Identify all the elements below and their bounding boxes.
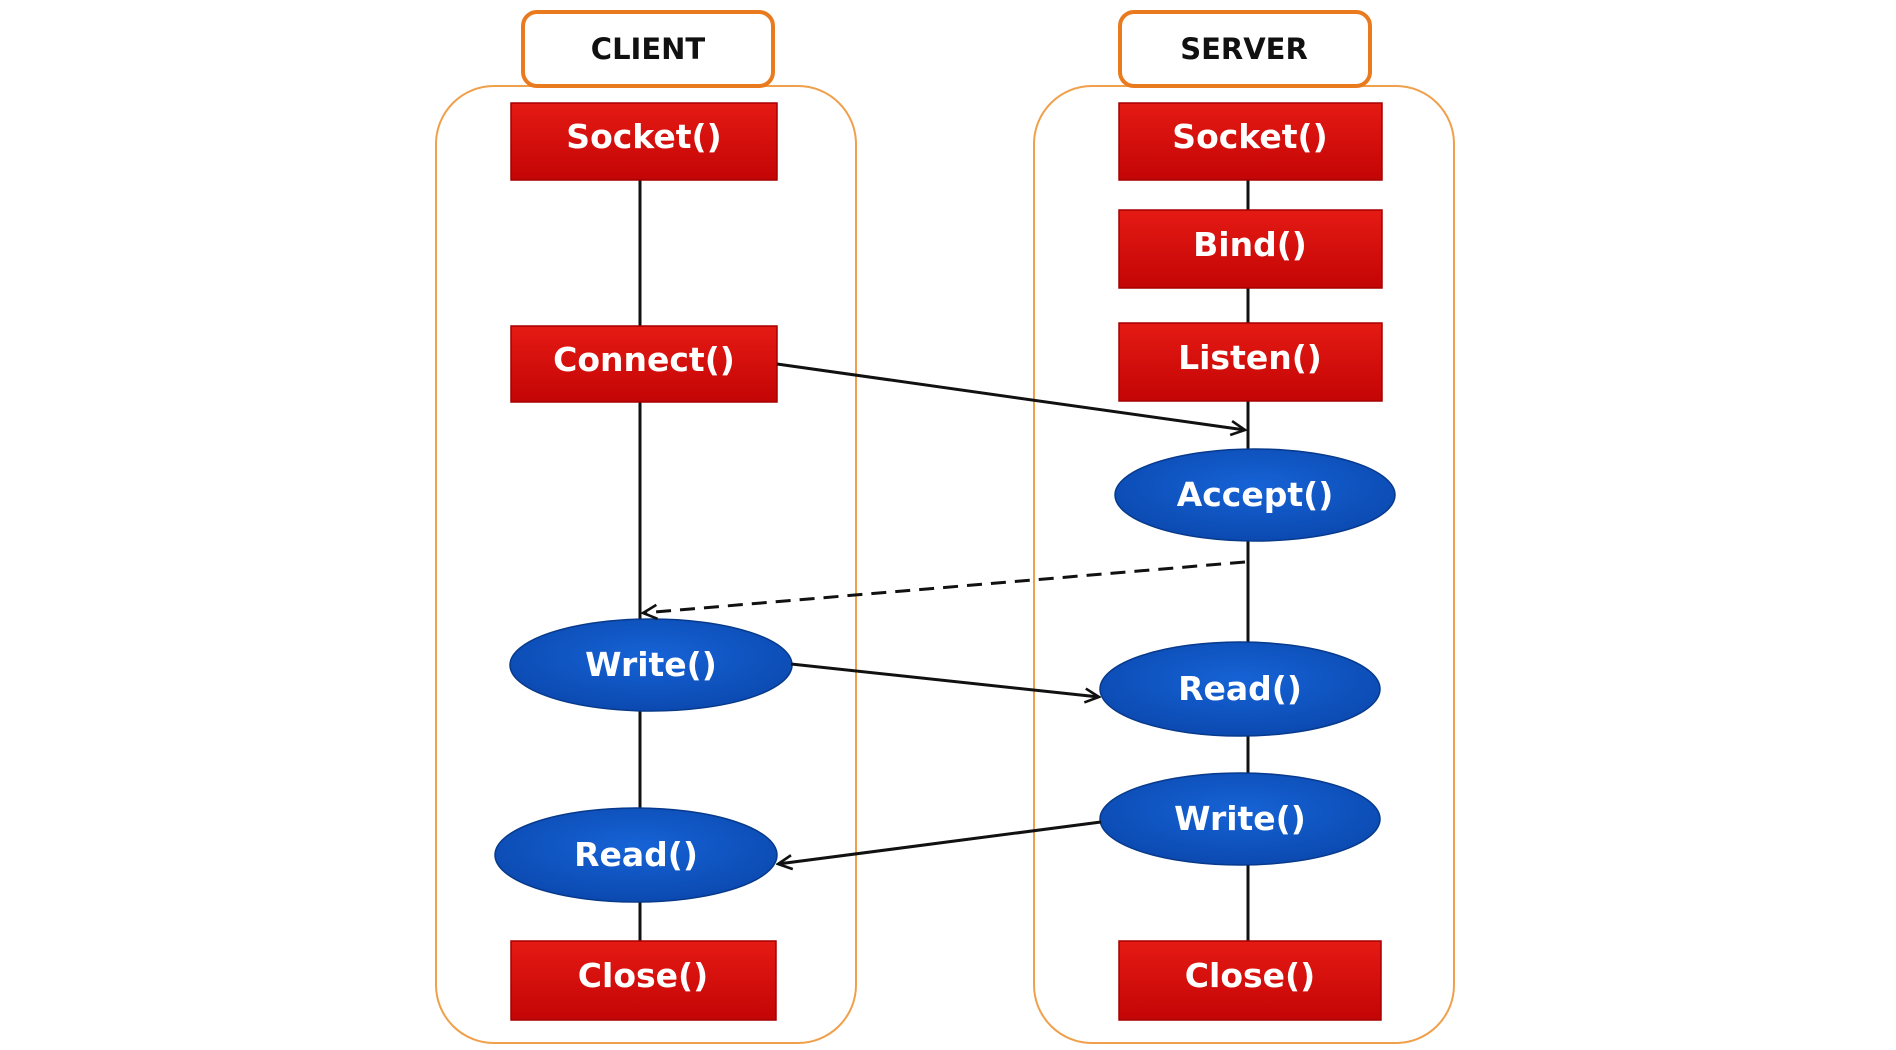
client-write-to-server-read-arrow xyxy=(790,662,1099,697)
server-write-node: Write() xyxy=(1099,772,1381,866)
client-close-node: Close() xyxy=(510,940,777,1021)
server-read-node: Read() xyxy=(1099,641,1381,737)
server-bind-node: Bind() xyxy=(1118,209,1383,289)
server-accept-label: Accept() xyxy=(1177,475,1334,514)
server-socket-label: Socket() xyxy=(1172,117,1327,156)
server-socket-node: Socket() xyxy=(1118,102,1383,181)
server-close-node: Close() xyxy=(1118,940,1382,1021)
client-connect-node: Connect() xyxy=(510,325,778,403)
client-read-label: Read() xyxy=(574,835,698,874)
server-close-label: Close() xyxy=(1185,956,1315,995)
message-arrows xyxy=(643,362,1246,864)
client-write-label: Write() xyxy=(585,645,717,684)
client-read-node: Read() xyxy=(494,807,778,903)
server-header: SERVER xyxy=(1118,10,1372,88)
client-header: CLIENT xyxy=(521,10,775,88)
server-listen-label: Listen() xyxy=(1178,338,1322,377)
connect-to-listen-arrow xyxy=(776,362,1245,430)
server-listen-node: Listen() xyxy=(1118,322,1383,402)
server-accept-node: Accept() xyxy=(1114,448,1396,542)
server-read-label: Read() xyxy=(1178,669,1302,708)
accept-to-client-dashed-arrow xyxy=(643,560,1246,613)
client-socket-node: Socket() xyxy=(510,102,778,181)
client-write-node: Write() xyxy=(509,618,793,712)
server-write-label: Write() xyxy=(1174,799,1306,838)
client-socket-label: Socket() xyxy=(566,117,721,156)
client-connect-label: Connect() xyxy=(553,340,735,379)
client-close-label: Close() xyxy=(578,956,708,995)
server-header-label: SERVER xyxy=(1180,32,1308,66)
client-header-label: CLIENT xyxy=(591,32,706,66)
server-write-to-client-read-arrow xyxy=(778,820,1102,864)
server-bind-label: Bind() xyxy=(1193,225,1307,264)
